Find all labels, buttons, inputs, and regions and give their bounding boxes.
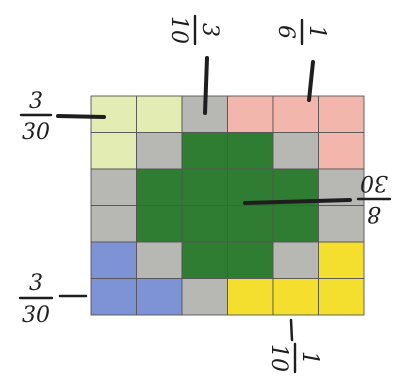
- pointer-lightgreen: [58, 116, 104, 117]
- grid-cell-darkgreen: [273, 206, 319, 243]
- label-lightgreen-denominator: 30: [22, 120, 50, 145]
- grid-cell-lightgreen: [91, 96, 137, 133]
- grid-cell-gray: [273, 242, 319, 279]
- grid-cell-yellow: [228, 279, 274, 316]
- grid-cell-pink: [273, 96, 319, 133]
- grid-cell-darkgreen: [182, 242, 228, 279]
- grid-cell-yellow: [273, 279, 319, 316]
- grid-cell-darkgreen: [137, 206, 183, 243]
- fraction-label-blue: 3 30: [20, 271, 52, 328]
- pointer-pink: [309, 62, 313, 100]
- label-blue-numerator: 3: [29, 271, 43, 296]
- grid-cell-blue: [91, 279, 137, 316]
- color-grid: [91, 96, 364, 315]
- grid-cell-darkgreen: [182, 169, 228, 206]
- label-gray-numerator: 3: [197, 23, 222, 37]
- label-lightgreen-numerator: 3: [29, 89, 43, 114]
- grid-cell-lightgreen: [91, 133, 137, 170]
- grid-cell-blue: [137, 279, 183, 316]
- grid-cell-lightgreen: [137, 96, 183, 133]
- grid-cell-pink: [228, 96, 274, 133]
- grid-cell-gray: [273, 133, 319, 170]
- grid-cell-yellow: [319, 242, 365, 279]
- grid-cell-gray: [182, 279, 228, 316]
- label-darkgreen-denominator: 30: [360, 170, 388, 195]
- fraction-label-pink: 1 6: [273, 20, 329, 44]
- grid-cell-darkgreen: [228, 242, 274, 279]
- grid-cell-gray: [137, 133, 183, 170]
- label-blue-denominator: 30: [22, 303, 50, 328]
- grid-cell-gray: [319, 206, 365, 243]
- fraction-label-gray: 3 10: [166, 16, 222, 44]
- label-pink-numerator: 1: [304, 25, 329, 39]
- grid-cell-darkgreen: [137, 169, 183, 206]
- pointer-yellow: [291, 320, 292, 340]
- fraction-label-yellow: 1 10: [266, 344, 322, 372]
- label-yellow-denominator: 10: [266, 344, 291, 372]
- grid-cell-darkgreen: [228, 169, 274, 206]
- grid-cell-blue: [91, 242, 137, 279]
- grid-cell-darkgreen: [182, 206, 228, 243]
- fraction-label-lightgreen: 3 30: [21, 89, 51, 145]
- label-yellow-numerator: 1: [297, 351, 322, 365]
- grid-cell-yellow: [319, 279, 365, 316]
- pointer-gray: [205, 58, 207, 113]
- grid-cell-gray: [91, 206, 137, 243]
- grid-cell-darkgreen: [228, 206, 274, 243]
- grid-cell-pink: [319, 133, 365, 170]
- grid-cell-darkgreen: [228, 133, 274, 170]
- label-gray-denominator: 10: [166, 16, 191, 44]
- grid-cell-gray: [137, 242, 183, 279]
- grid-cell-darkgreen: [182, 133, 228, 170]
- label-pink-denominator: 6: [273, 25, 298, 39]
- label-darkgreen-numerator: 8: [367, 201, 381, 226]
- grid-cell-pink: [319, 96, 365, 133]
- grid-cell-gray: [91, 169, 137, 206]
